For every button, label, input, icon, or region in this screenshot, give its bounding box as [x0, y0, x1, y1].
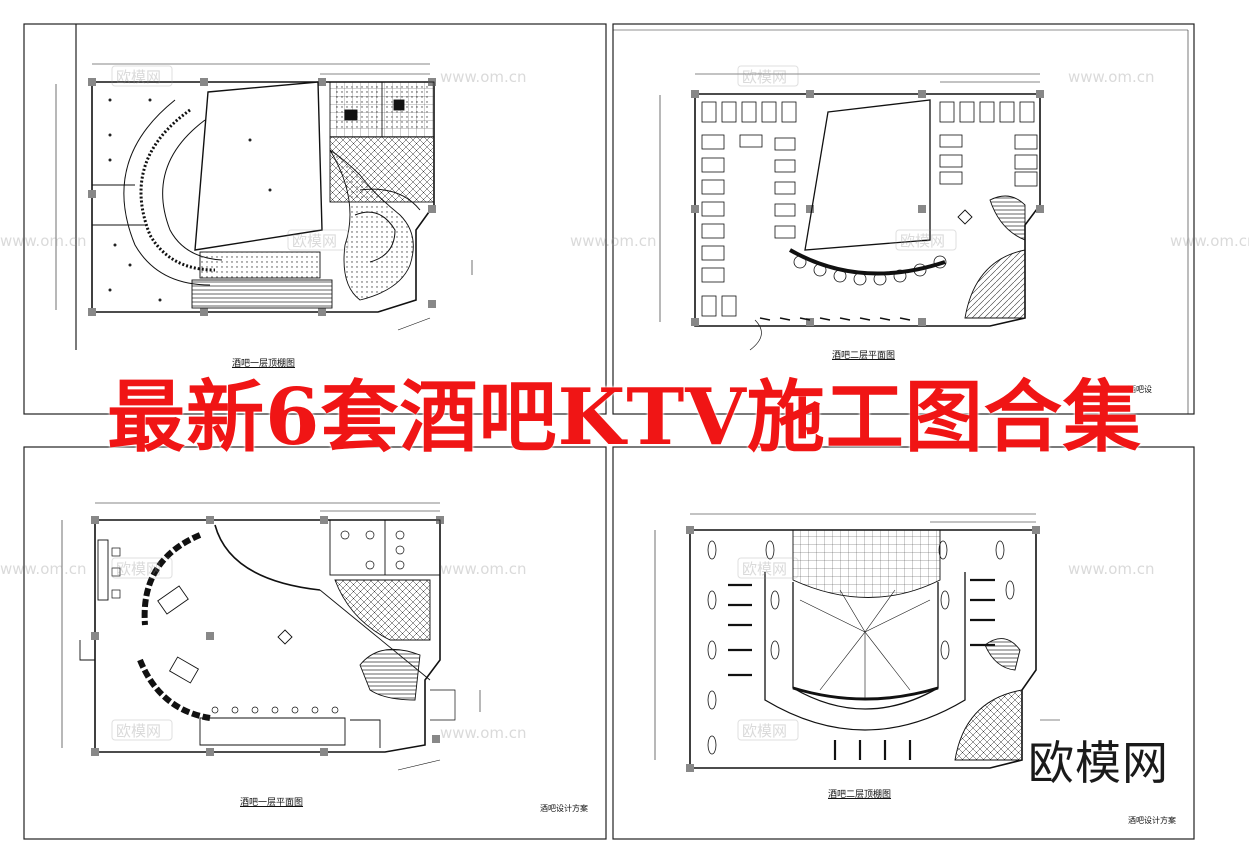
- note-top-right: 酒吧设: [1128, 385, 1152, 394]
- caption-bottom-left: 酒吧一层平面图: [240, 798, 304, 808]
- note-bottom-left: 酒吧设计方案: [540, 804, 588, 813]
- plan-top-right: [659, 73, 1044, 351]
- caption-top-left: 酒吧一层顶棚图: [232, 359, 296, 369]
- plan-bottom-right: [654, 513, 1060, 772]
- plan-bottom-left: [61, 502, 481, 771]
- brand-logo-text: 欧模网: [1028, 736, 1169, 790]
- watermark-logo-marks: [111, 65, 957, 741]
- sheet-frames: [23, 23, 1195, 840]
- caption-top-right: 酒吧二层平面图: [832, 351, 896, 361]
- headline-title: 最新6套酒吧KTV施工图合集: [107, 372, 1142, 463]
- note-bottom-right: 酒吧设计方案: [1128, 816, 1176, 825]
- plan-top-left: [55, 63, 473, 331]
- caption-bottom-right: 酒吧二层顶棚图: [828, 790, 892, 800]
